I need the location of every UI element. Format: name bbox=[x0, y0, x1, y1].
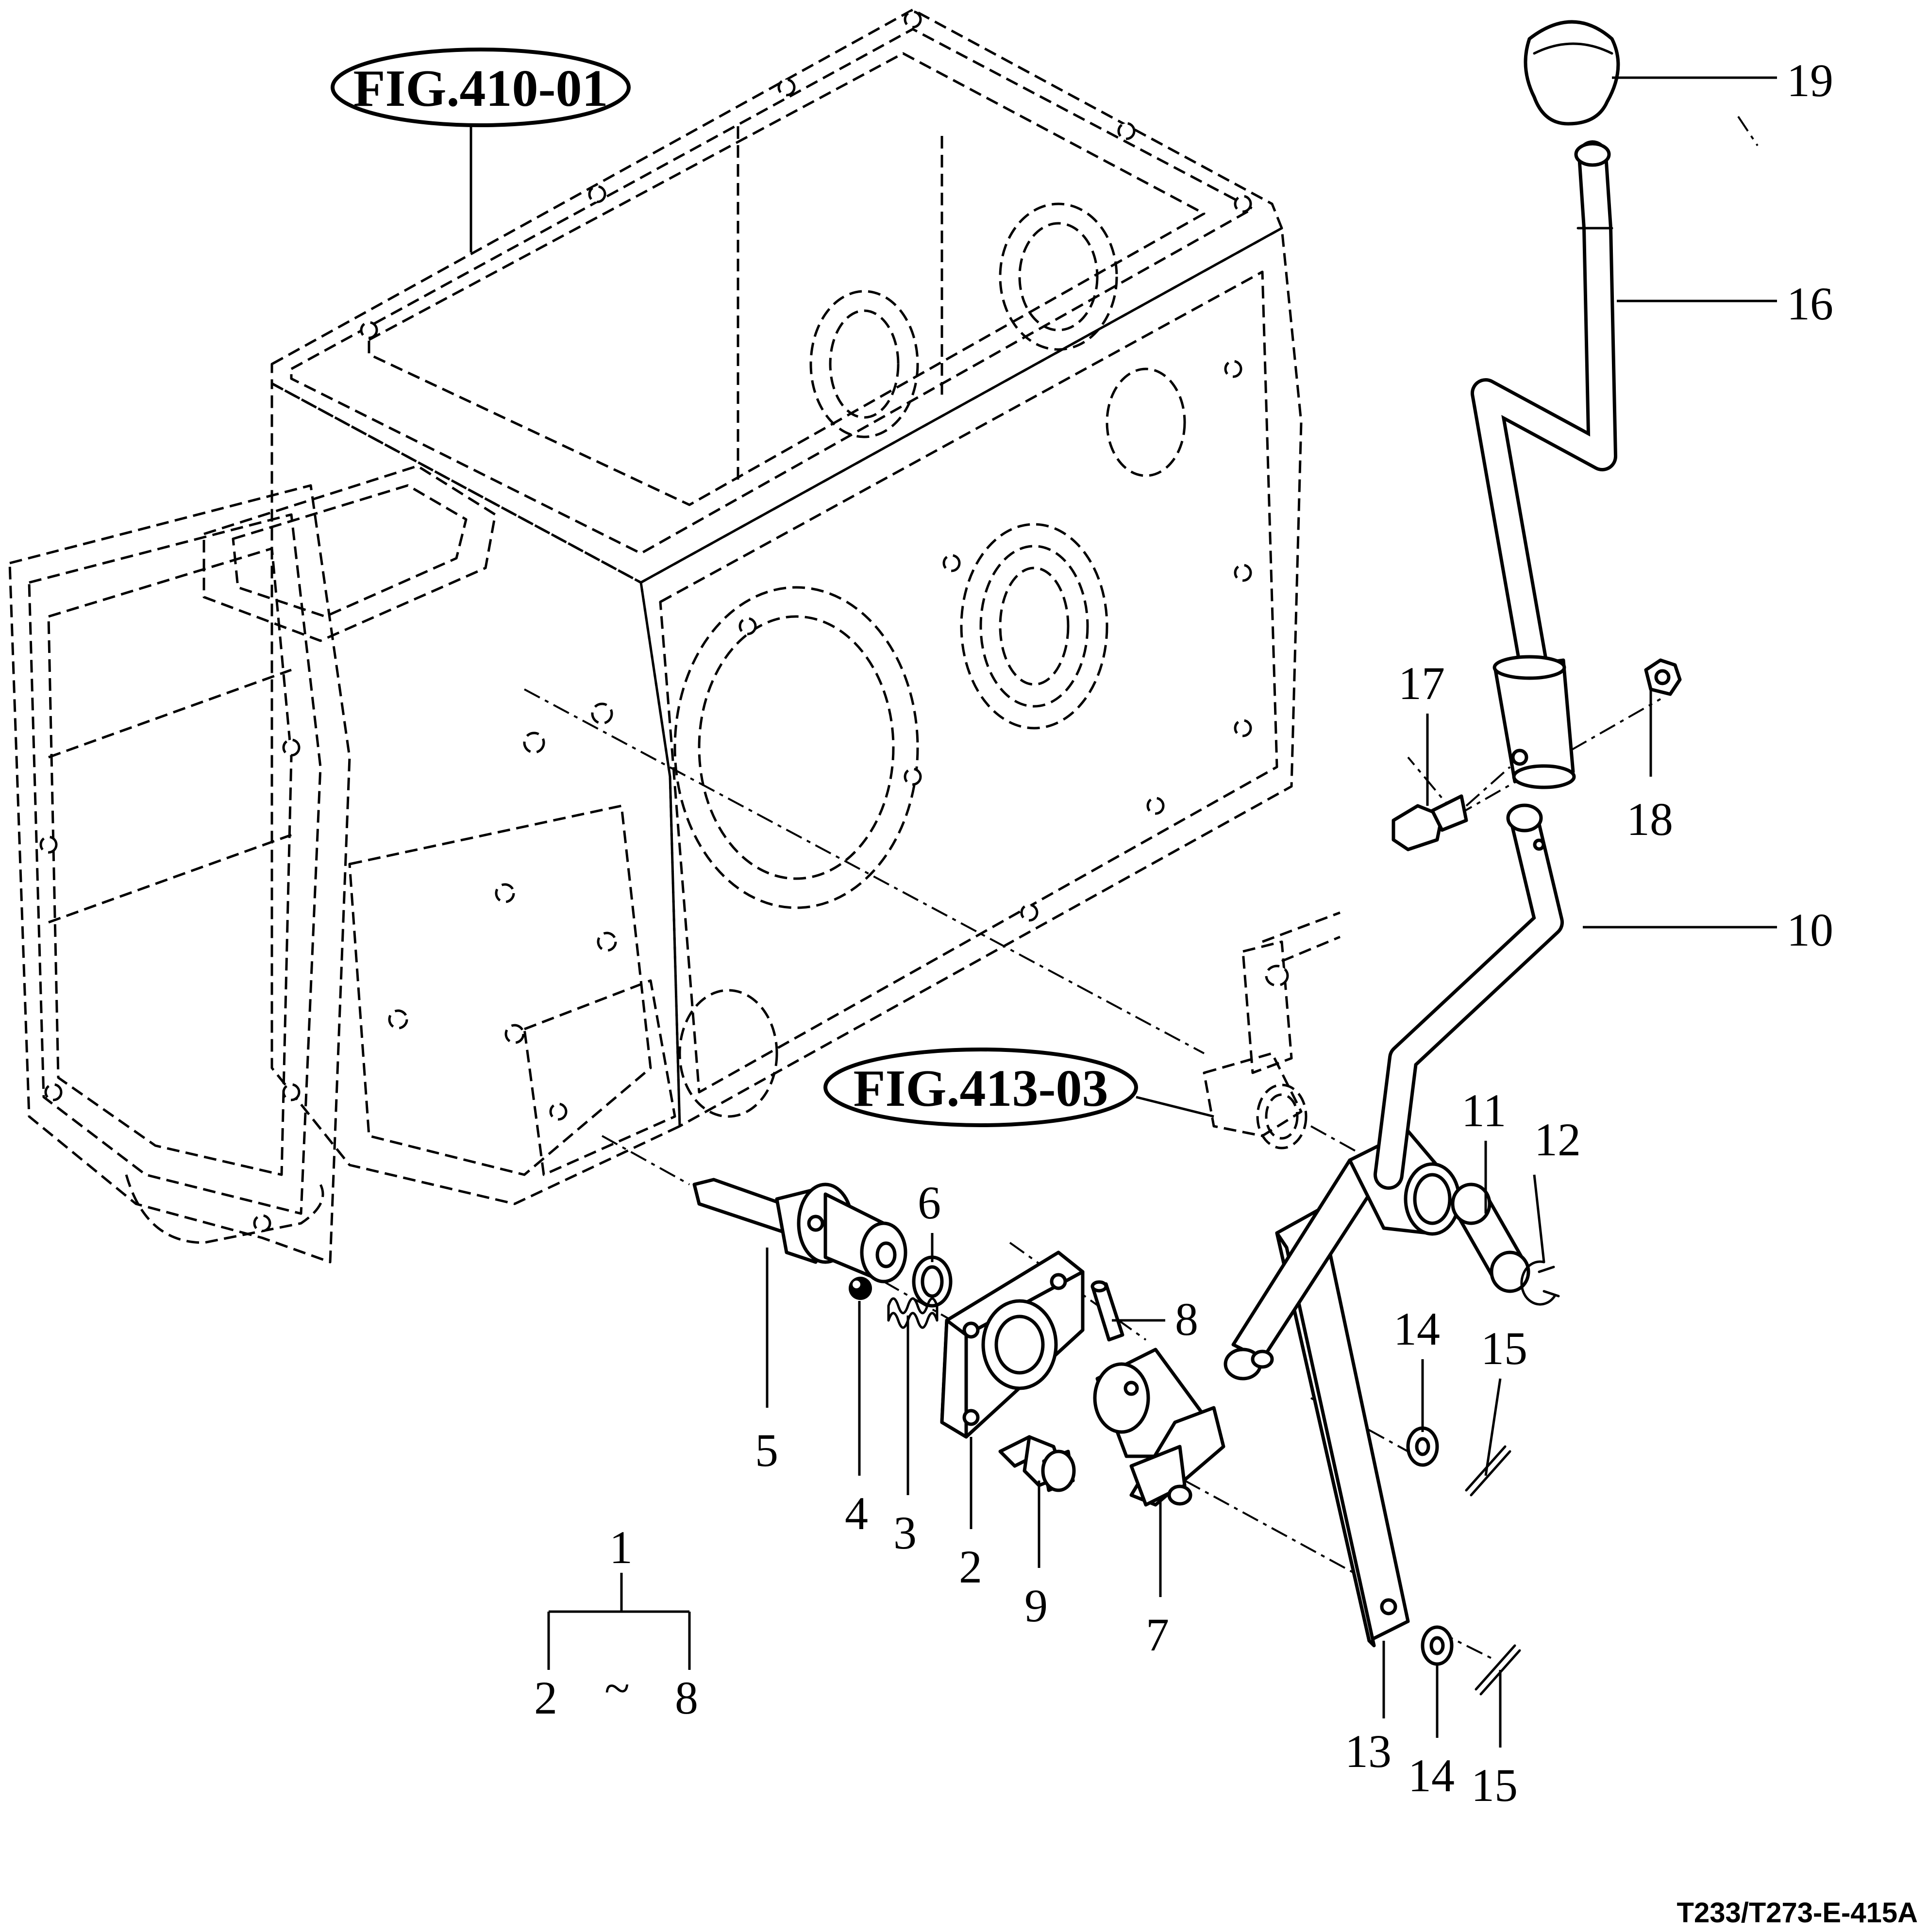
shift-arm-ghost bbox=[1203, 911, 1341, 1149]
part-shift-lever bbox=[1093, 1348, 1225, 1507]
callout-12: 12 bbox=[1534, 1114, 1581, 1166]
transmission-case-outline bbox=[8, 8, 1303, 1264]
ref-transmission-case-label: FIG.410-01 bbox=[353, 60, 608, 117]
callout-18: 18 bbox=[1626, 793, 1673, 845]
callout-15-upper: 15 bbox=[1481, 1322, 1527, 1374]
callout-10: 10 bbox=[1787, 904, 1833, 956]
assembly-range-to: 8 bbox=[675, 1672, 698, 1724]
ref-shift-shaft-label: FIG.413-03 bbox=[854, 1060, 1108, 1117]
callout-leaders bbox=[547, 76, 1777, 1748]
part-snap-ring bbox=[1520, 1260, 1560, 1306]
callout-4: 4 bbox=[845, 1487, 868, 1539]
part-shift-shaft bbox=[692, 1178, 907, 1283]
callout-15-lower: 15 bbox=[1471, 1759, 1518, 1811]
assembly-range-from: 2 bbox=[534, 1672, 557, 1724]
callout-8: 8 bbox=[1175, 1293, 1198, 1345]
ref-transmission-case: FIG.410-01 bbox=[331, 48, 631, 252]
callout-16: 16 bbox=[1787, 278, 1833, 330]
callout-14-upper: 14 bbox=[1393, 1303, 1440, 1355]
part-socket-bolt bbox=[1392, 766, 1511, 851]
callout-5: 5 bbox=[755, 1424, 778, 1476]
part-washer-lower bbox=[1421, 1625, 1454, 1666]
part-ball bbox=[849, 1277, 872, 1300]
case-bolt-holes bbox=[39, 10, 1252, 1232]
part-socket-nut bbox=[1644, 658, 1682, 696]
part-bushing bbox=[1451, 1183, 1530, 1293]
assembly-range-tilde: ~ bbox=[604, 1662, 630, 1714]
part-knob bbox=[1524, 20, 1620, 126]
callout-2: 2 bbox=[959, 1541, 982, 1593]
part-washer-upper bbox=[1406, 1426, 1439, 1467]
part-spring-pin bbox=[1090, 1280, 1124, 1342]
part-upper-lever-rod bbox=[1471, 140, 1617, 685]
callout-17: 17 bbox=[1398, 657, 1445, 709]
callout-7: 7 bbox=[1146, 1609, 1169, 1661]
part-lever-socket bbox=[1492, 655, 1576, 789]
callout-19: 19 bbox=[1787, 54, 1833, 106]
part-bolt bbox=[998, 1435, 1076, 1492]
callout-1: 1 bbox=[609, 1521, 633, 1573]
callout-3: 3 bbox=[893, 1507, 917, 1559]
part-spring bbox=[887, 1297, 939, 1329]
drawing-code: T233/T273-E-415A bbox=[1677, 1897, 1918, 1929]
callout-13: 13 bbox=[1345, 1725, 1392, 1777]
callout-9: 9 bbox=[1024, 1580, 1048, 1632]
part-cover-plate bbox=[940, 1250, 1085, 1439]
callout-11: 11 bbox=[1461, 1084, 1506, 1136]
callout-6: 6 bbox=[918, 1177, 941, 1229]
callout-14-lower: 14 bbox=[1408, 1749, 1455, 1801]
ref-shift-shaft: FIG.413-03 bbox=[823, 1048, 1214, 1127]
part-lower-lever-rod bbox=[1374, 803, 1564, 1190]
callout-labels: 19 16 17 18 10 11 12 14 15 13 14 15 8 6 … bbox=[534, 54, 1833, 1811]
